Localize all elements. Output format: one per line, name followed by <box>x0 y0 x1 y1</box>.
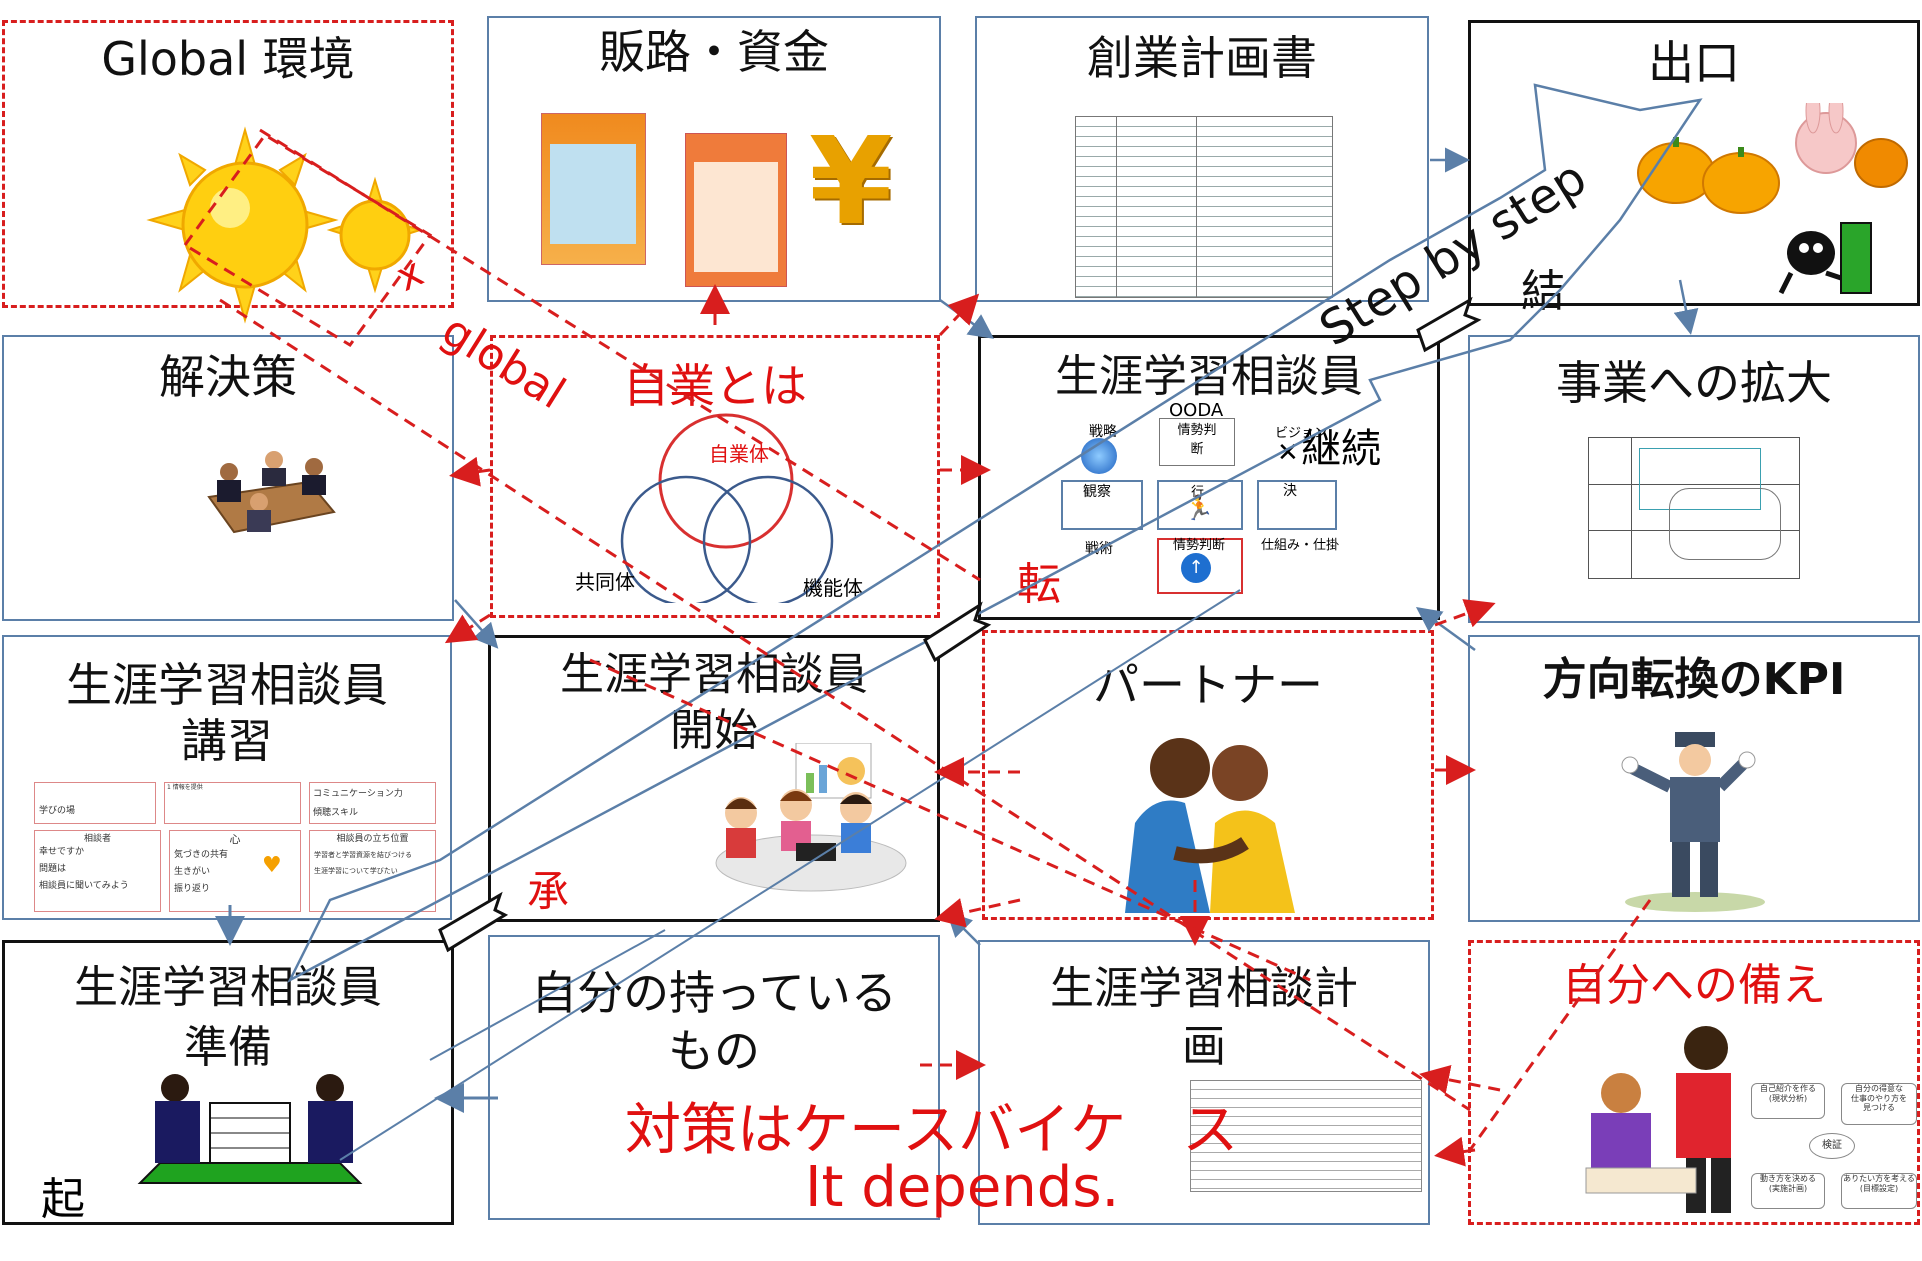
heart-cell: 心 気づきの共有 生きがい 振り返り ♥ <box>169 830 301 912</box>
steps-text: 1 情報を提供 <box>167 784 203 791</box>
pdca-cycle: 自己紹介を作る (現状分析) 自分の得意な 仕事のやり方を 見つける 検証 動き… <box>1751 1083 1917 1218</box>
expand-box: 事業への拡大 <box>1468 335 1920 623</box>
learn-place-text: 学びの場 <box>39 806 76 816</box>
exit-title: 出口 <box>1648 36 1740 90</box>
heart-icon: ♥ <box>262 853 282 878</box>
solution-box: 解決策 <box>2 335 454 621</box>
partner-title: パートナー <box>1093 658 1323 712</box>
connector-jigyo-plan <box>938 293 980 337</box>
study-people-icon <box>1585 1026 1731 1213</box>
direction-sign-icon: ↑ <box>1181 553 1211 583</box>
connector-plan-start <box>946 911 981 946</box>
consult-plan-title-1: 生涯学習相談計 <box>1050 963 1358 1014</box>
cycle-goal: ありたい方を考える (目標設定) <box>1841 1173 1917 1209</box>
comm-text: コミュニケーション力 <box>313 789 403 799</box>
case-by-case-label: 対策はケースバイケ ス <box>625 1098 1239 1163</box>
cycle-intro: 自己紹介を作る (現状分析) <box>1751 1083 1825 1119</box>
connector-jigyo-solution <box>449 456 491 487</box>
sales-funds-box: 販路・資金 ¥ <box>487 16 941 302</box>
venn-top-label: 自業体 <box>709 442 769 466</box>
venn-left-label: 共同体 <box>575 570 635 594</box>
counselor-cell: 相談者 幸せですか 問題は 相談員に聞いてみよう <box>34 830 161 912</box>
cycle-method: 自分の得意な 仕事のやり方を 見つける <box>1841 1083 1917 1125</box>
ooda-observe: 観察 <box>1083 484 1111 500</box>
possessions-title-2: もの <box>668 1024 760 1078</box>
position-cell: 相談員の立ち位置 学習者と学習資源を結びつける 生涯学習について学びたい <box>309 830 436 912</box>
sales-funds-title: 販路・資金 <box>599 25 829 79</box>
startup-plan-box: 創業計画書 <box>975 16 1429 302</box>
ki-label: 起 <box>41 1174 85 1225</box>
ask-text: 相談員に聞いてみよう <box>39 881 129 891</box>
guidebook-image <box>541 113 646 265</box>
counselor-start-box: 生涯学習相談員 開始 承 <box>488 635 940 922</box>
share-text: 気づきの共有 <box>174 850 229 860</box>
it-depends-label: It depends. <box>805 1155 1120 1220</box>
ooda-situation2: 情勢判断 <box>1173 538 1226 553</box>
global-env-title: Global 環境 <box>101 32 355 86</box>
pumpkin-icon <box>1637 103 1908 214</box>
plan-document-image <box>1075 116 1333 298</box>
venn-right-label: 機能体 <box>803 576 863 600</box>
kpi-box: 方向転換のKPI <box>1468 635 1920 922</box>
meeting-icon <box>207 451 336 534</box>
counselor-prep-box: 生涯学習相談員 準備 起 <box>2 940 454 1225</box>
yen-icon: ¥ <box>809 113 893 252</box>
learn-place-cell: 学びの場 <box>34 782 156 824</box>
team-meeting-icon <box>715 743 907 892</box>
partner-box: パートナー <box>982 630 1434 920</box>
ooda-mechanism: 仕組み・仕掛 <box>1261 538 1340 553</box>
skill-text: 傾聴スキル <box>313 808 359 818</box>
counselor-continue-title: 生涯学習相談員 <box>1055 351 1363 402</box>
position-text: 相談員の立ち位置 <box>336 834 409 844</box>
x-arrows-icon: ✕ <box>1277 438 1299 468</box>
life-text: 生きがい <box>174 867 211 877</box>
globe-icon <box>1081 438 1117 474</box>
ooda-decide: 決 <box>1283 483 1297 499</box>
door-exit-icon <box>1778 222 1872 295</box>
counselor-start-title-1: 生涯学習相談員 <box>560 649 868 700</box>
comm-cell: コミュニケーション力 傾聴スキル <box>309 782 436 824</box>
self-prep-title: 自分への備え <box>1562 960 1826 1011</box>
steps-cell: 1 情報を提供 <box>164 782 301 824</box>
negotiation-icon <box>137 1074 363 1184</box>
lifelong-text: 生涯学習について学びたい <box>314 867 398 875</box>
self-prep-box: 自分への備え 自己紹介を作る (現状分析) 自分の得意な 仕事のやり方を 見つけ… <box>1468 940 1920 1225</box>
counselor-continue-box: 生涯学習相談員 継続 OODA 戦略 情勢判 断 ビジョン ✕ 観察 行 🏃 決… <box>978 335 1440 620</box>
solution-title: 解決策 <box>159 350 297 404</box>
cycle-act: 動き方を決める (実施計画) <box>1751 1173 1825 1209</box>
couple-icon <box>1125 738 1295 913</box>
counselor-training-title-1: 生涯学習相談員 <box>66 658 388 712</box>
happy-text: 幸せですか <box>39 847 85 857</box>
cycle-verify: 検証 <box>1809 1133 1855 1159</box>
plan-book-image <box>685 133 787 287</box>
business-chart-image <box>1588 437 1800 579</box>
expand-title: 事業への拡大 <box>1556 356 1832 410</box>
kpi-title: 方向転換のKPI <box>1542 654 1846 705</box>
counselor-training-box: 生涯学習相談員 講習 学びの場 1 情報を提供 コミュニケーション力 傾聴スキル… <box>2 635 452 920</box>
training-slide: 学びの場 1 情報を提供 コミュニケーション力 傾聴スキル 相談者 幸せですか … <box>34 782 436 912</box>
ooda-tactics: 戦術 <box>1085 541 1113 557</box>
exit-box: 出口 結 <box>1468 20 1920 317</box>
heart-label: 心 <box>229 833 241 846</box>
counselor-training-title-2: 講習 <box>181 714 273 768</box>
startup-plan-title: 創業計画書 <box>1087 31 1317 85</box>
connect-text: 学習者と学習資源を結びつける <box>314 851 412 859</box>
connector-funds-continue <box>939 298 995 339</box>
possessions-title-1: 自分の持っている <box>531 966 897 1020</box>
runner-icon: 🏃 <box>1184 494 1214 522</box>
problem-text: 問題は <box>39 864 67 874</box>
ten-label: 転 <box>1017 559 1061 610</box>
reflect-text: 振り返り <box>174 884 211 894</box>
ketsu-label: 結 <box>1521 266 1565 317</box>
consult-plan-title-2: 画 <box>1182 1021 1226 1072</box>
counselor-prep-title-1: 生涯学習相談員 <box>74 962 382 1013</box>
connector-jigyo-training <box>444 613 491 644</box>
ooda-decide-box <box>1257 480 1337 530</box>
sho-label: 承 <box>527 867 570 916</box>
police-officer-icon <box>1621 732 1765 912</box>
counselor-text: 相談者 <box>83 834 111 844</box>
ooda-situation: 情勢判 断 <box>1159 418 1235 466</box>
